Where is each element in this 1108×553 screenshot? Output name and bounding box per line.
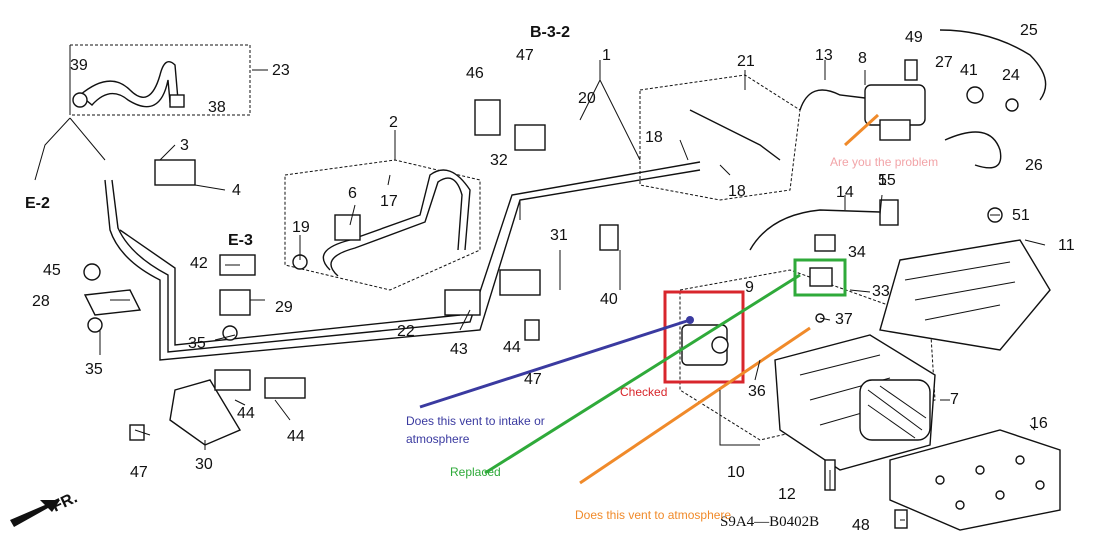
pn-6: 6 <box>348 185 357 202</box>
pink-question: Are you the problem <box>830 155 938 169</box>
pn-31: 31 <box>550 227 568 244</box>
pn-20: 20 <box>578 90 596 107</box>
pn-33: 33 <box>872 283 890 300</box>
pn-35b: 35 <box>85 361 103 378</box>
orange-question: Does this vent to atmosphere <box>575 508 731 522</box>
pn-48: 48 <box>852 517 870 534</box>
pn-44b: 44 <box>237 405 255 422</box>
part-number-labels: 1 2 3 4 5 6 7 8 9 10 11 12 13 14 15 16 1… <box>32 22 1075 534</box>
pn-16: 16 <box>1030 415 1048 432</box>
pn-18b: 18 <box>728 183 746 200</box>
pn-13: 13 <box>815 47 833 64</box>
pn-44c: 44 <box>287 428 305 445</box>
pn-4: 4 <box>232 182 241 199</box>
part-group-21 <box>639 74 801 201</box>
pn-43: 43 <box>450 341 468 358</box>
green-label: Replaced <box>450 465 501 479</box>
pn-41: 41 <box>960 62 978 79</box>
skid-plate-16 <box>889 429 1061 531</box>
hose-25-26 <box>939 29 1047 169</box>
pn-28: 28 <box>32 293 50 310</box>
drawing-code: S9A4—B0402B <box>720 514 819 530</box>
bracket-30 <box>169 379 242 446</box>
pn-25: 25 <box>1020 22 1038 39</box>
front-arrow-icon <box>10 500 60 527</box>
pn-17: 17 <box>380 193 398 210</box>
pn-30: 30 <box>195 456 213 473</box>
small-parts <box>83 59 1019 529</box>
red-label: Checked <box>620 385 667 399</box>
pn-35a: 35 <box>188 335 206 352</box>
pn-14: 14 <box>836 184 854 201</box>
pn-34: 34 <box>848 244 866 261</box>
part-group-23 <box>69 44 251 116</box>
pn-10: 10 <box>727 464 745 481</box>
pn-44a: 44 <box>503 339 521 356</box>
pn-51: 51 <box>1012 207 1030 224</box>
pn-3: 3 <box>180 137 189 154</box>
bracket-11 <box>879 239 1051 351</box>
pn-24: 24 <box>1002 67 1020 84</box>
orange-short-pointer <box>843 113 880 147</box>
pn-46: 46 <box>466 65 484 82</box>
ref-e-2: E-2 <box>25 195 50 212</box>
blue-pointer-line <box>419 318 691 409</box>
pn-12: 12 <box>778 486 796 503</box>
pn-42: 42 <box>190 255 208 272</box>
pn-36: 36 <box>748 383 766 400</box>
pn-26: 26 <box>1025 157 1043 174</box>
red-box-checked <box>663 290 745 384</box>
pn-22: 22 <box>397 323 415 340</box>
pn-40: 40 <box>600 291 618 308</box>
pn-45: 45 <box>43 262 61 279</box>
pn-47b: 47 <box>524 371 542 388</box>
pn-8: 8 <box>858 50 867 67</box>
pn-2: 2 <box>389 114 398 131</box>
green-pointer-line <box>484 273 801 475</box>
front-label: FR. <box>50 489 81 515</box>
charcoal-canister <box>774 334 936 471</box>
pn-39: 39 <box>70 57 88 74</box>
pn-47c: 47 <box>130 464 148 481</box>
bracket-28 <box>83 289 142 316</box>
pn-47a: 47 <box>516 47 534 64</box>
pn-32: 32 <box>490 152 508 169</box>
pn-38: 38 <box>208 99 226 116</box>
pn-27: 27 <box>935 54 953 71</box>
orange-pointer-line <box>579 326 811 485</box>
pn-18a: 18 <box>645 129 663 146</box>
pn-11: 11 <box>1058 237 1075 254</box>
part-group-7 <box>679 269 936 441</box>
pn-15: 15 <box>878 172 896 189</box>
pn-37: 37 <box>835 311 853 328</box>
pn-9: 9 <box>745 279 754 296</box>
pn-7: 7 <box>950 391 959 408</box>
pn-21: 21 <box>737 53 755 70</box>
pn-5: 5 <box>878 172 887 189</box>
pn-1: 1 <box>602 47 611 64</box>
pn-29: 29 <box>275 299 293 316</box>
pn-23: 23 <box>272 62 290 79</box>
purge-valve-8 <box>799 84 926 141</box>
pn-49: 49 <box>905 29 923 46</box>
ref-b-3-2: B-3-2 <box>530 24 570 41</box>
pn-19: 19 <box>292 219 310 236</box>
ref-e-3: E-3 <box>228 232 253 249</box>
blue-question-line1: Does this vent to intake or atmosphere <box>406 414 548 446</box>
